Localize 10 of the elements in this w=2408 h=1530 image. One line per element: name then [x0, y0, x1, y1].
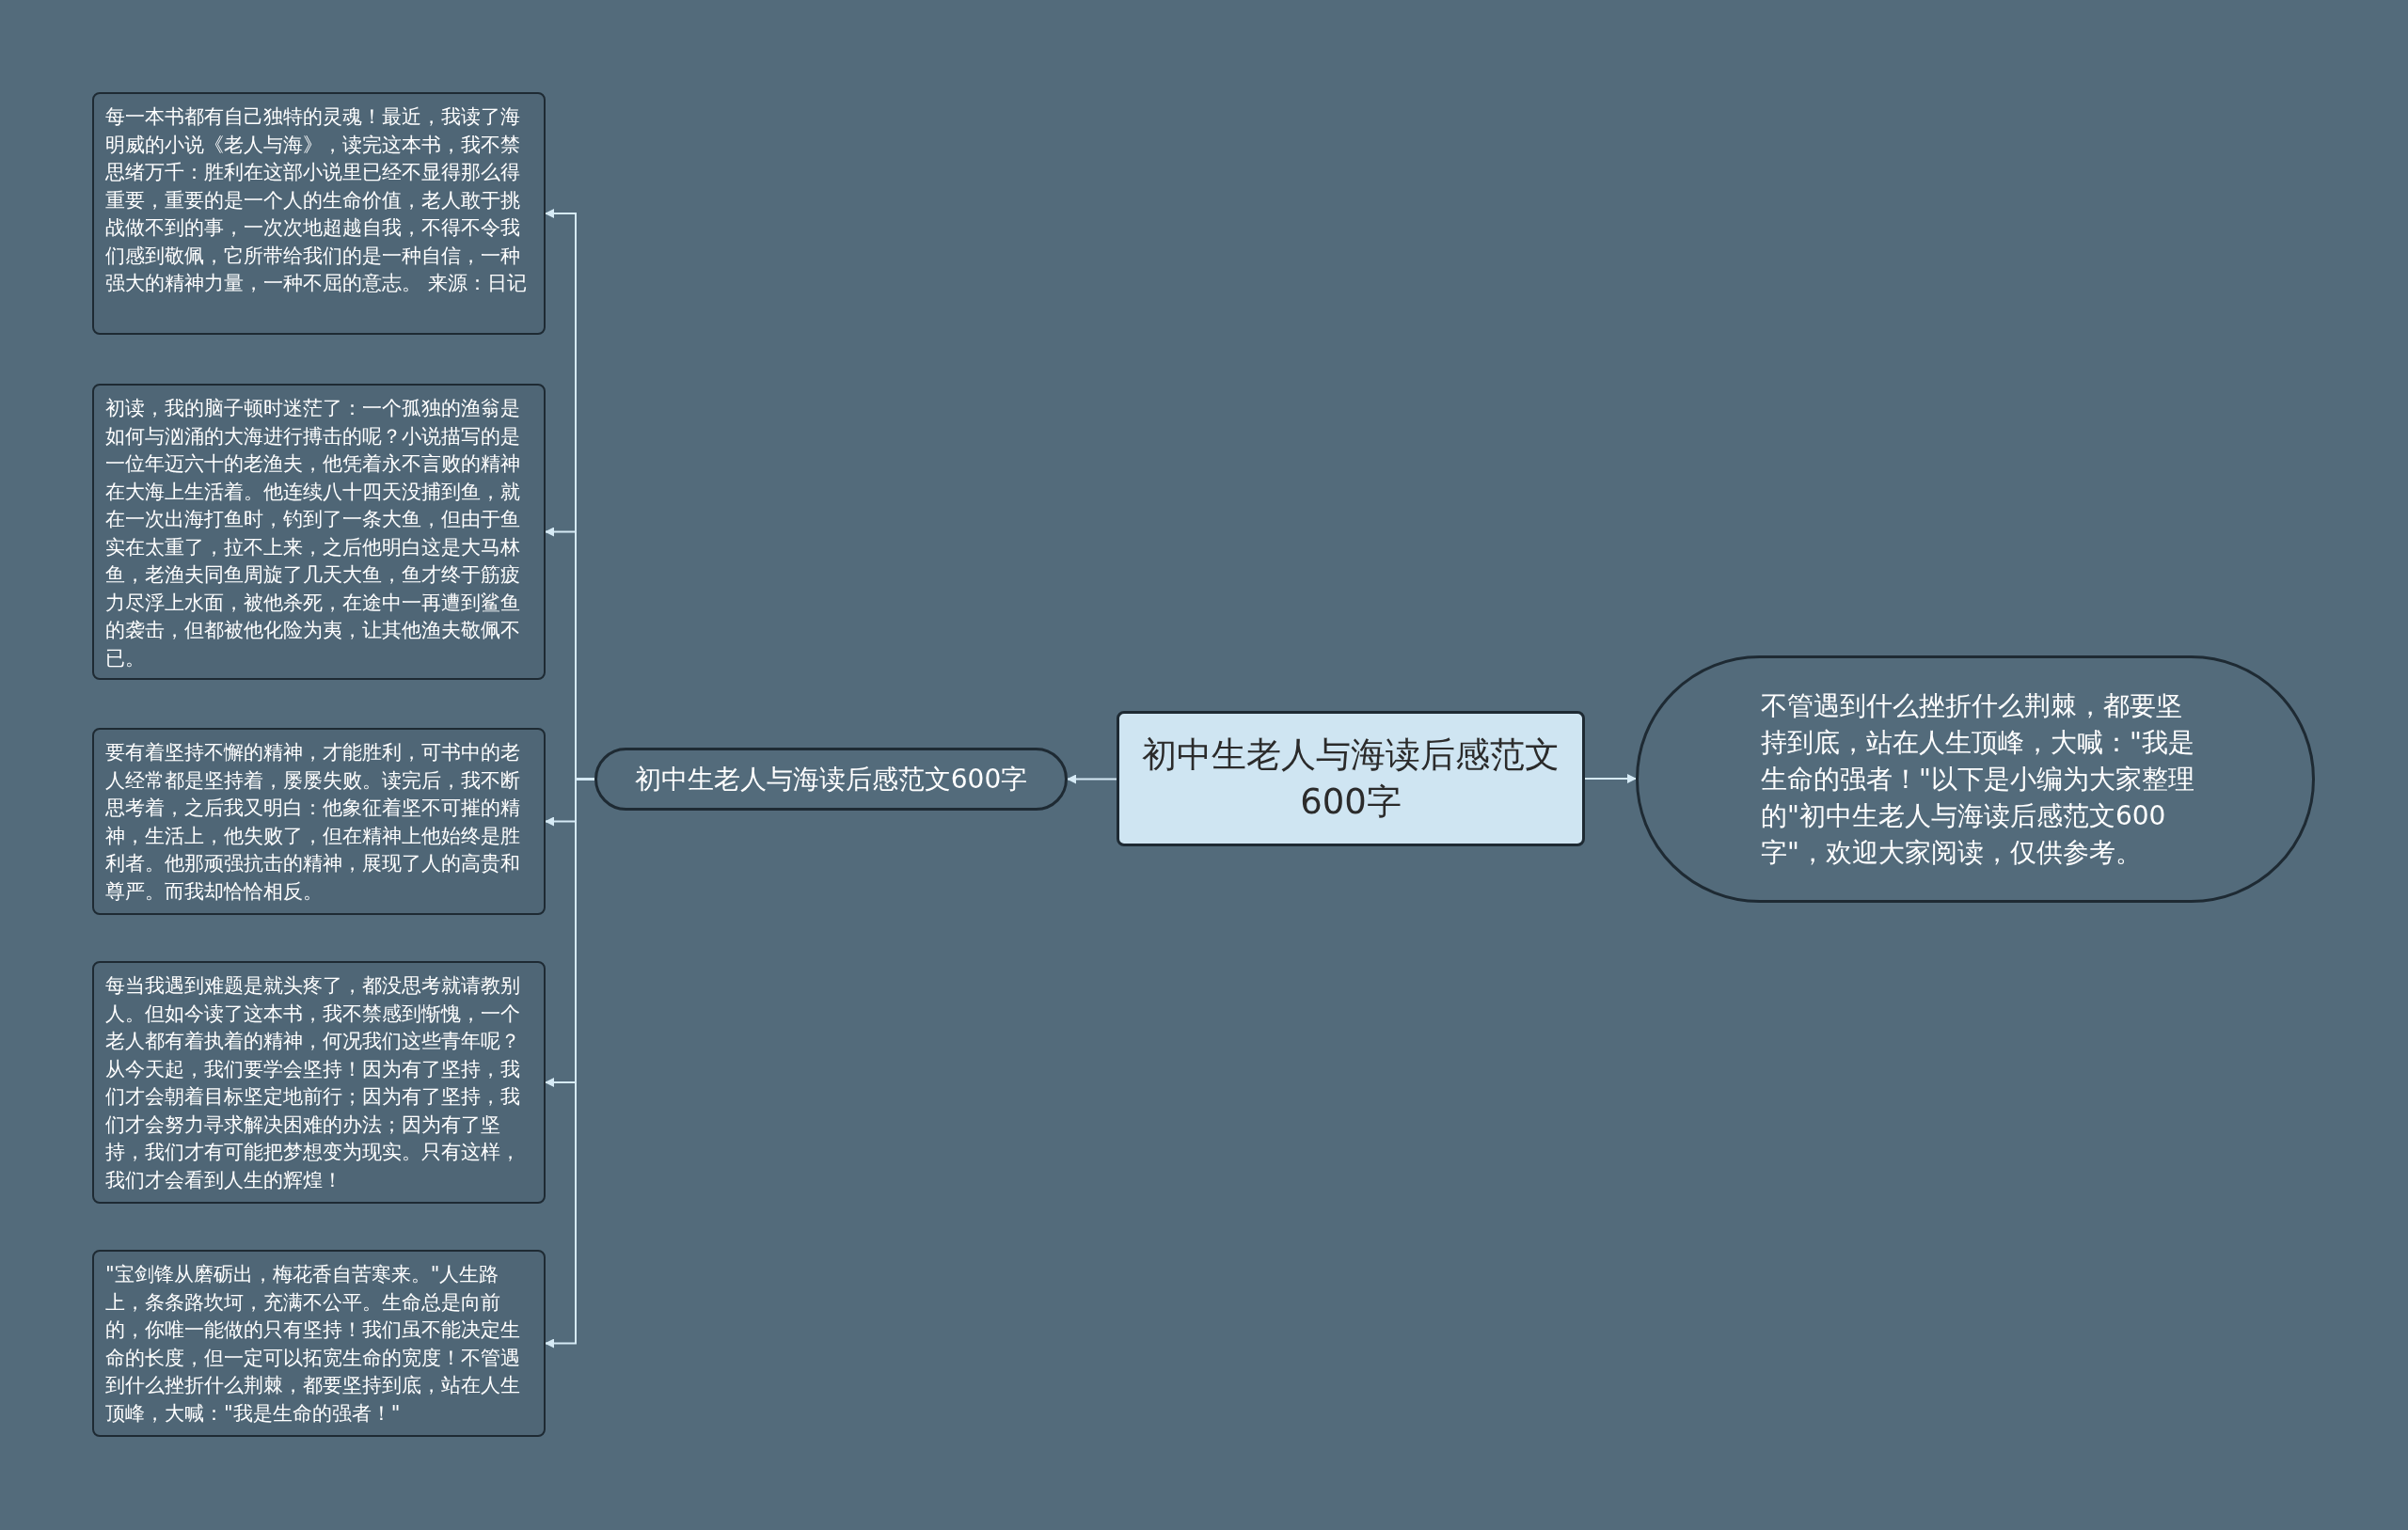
text-card: 初读，我的脑子顿时迷茫了：一个孤独的渔翁是如何与汹涌的大海进行搏击的呢？小说描写的是一位年迈六十的老渔夫，他凭着永不言败的精神在大海上生活着。他连续八十四天没捕到鱼，就在一次出海打鱼时，钓到了一条大鱼，但由于鱼实在太重了，拉不上来，之后他明白这是大马林鱼，老渔夫同鱼周旋了几天大鱼，鱼才终于筋疲力尽浮上水面，被他杀死，在途中一再遭到鲨鱼的袭击，但都被他化险为夷，让其他渔夫敬佩不已。 [92, 384, 546, 680]
text-card: "宝剑锋从磨砺出，梅花香自苦寒来。"人生路上，条条路坎坷，充满不公平。生命总是向前的，你唯一能做的只有坚持！我们虽不能决定生命的长度，但一定可以拓宽生命的宽度！不管遇到什么挫折什么荆棘，都要坚持到底，站在人生顶峰，大喊："我是生命的强者！" [92, 1250, 546, 1437]
oval-card: 不管遇到什么挫折什么荆棘，都要坚持到底，站在人生顶峰，大喊："我是生命的强者！"以下是小编为大家整理的"初中生老人与海读后感范文600字"，欢迎大家阅读，仅供参考。 [1636, 655, 2315, 903]
connector-arrow [1067, 774, 1117, 784]
subtopic-box: 初中生老人与海读后感范文600字 [594, 748, 1068, 811]
text-card: 每一本书都有自己独特的灵魂！最近，我读了海明威的小说《老人与海》，读完这本书，我不禁思绪万千：胜利在这部小说里已经不显得那么得重要，重要的是一个人的生命价值，老人敢于挑战做不到的事，一次次地超越自我，不得不令我们感到敬佩，它所带给我们的是一种自信，一种强大的精神力量，一种不屈的意志。 来源：日记 [92, 92, 546, 335]
text-card: 要有着坚持不懈的精神，才能胜利，可书中的老人经常都是坚持着，屡屡失败。读完后，我不断思考着，之后我又明白：他象征着坚不可摧的精神，生活上，他失败了，但在精神上他始终是胜利者。他那顽强抗击的精神，展现了人的高贵和尊严。而我却恰恰相反。 [92, 728, 546, 915]
topic-box: 初中生老人与海读后感范文600字 [1117, 711, 1585, 846]
text-card: 每当我遇到难题是就头疼了，都没思考就请教别人。但如今读了这本书，我不禁感到惭愧，一个老人都有着执着的精神，何况我们这些青年呢？从今天起，我们要学会坚持！因为有了坚持，我们才会朝着目标坚定地前行；因为有了坚持，我们才会努力寻求解决困难的办法；因为有了坚持，我们才有可能把梦想变为现实。只有这样，我们才会看到人生的辉煌！ [92, 961, 546, 1204]
connector-arrow [1584, 774, 1637, 783]
